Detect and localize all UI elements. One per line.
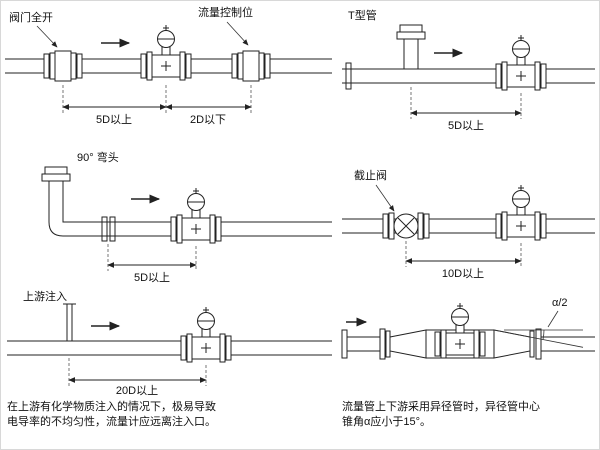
globe-valve-icon xyxy=(382,212,430,240)
pipe xyxy=(7,340,332,356)
reducer-cone-outlet xyxy=(493,328,542,360)
panel-reducer: α/2 流量管上下游采用异径管时，异径管中心 锥角α应小于15°。 xyxy=(336,286,599,449)
flowmeter-icon xyxy=(495,184,547,241)
dim-label-2d: 2D以下 xyxy=(190,114,226,126)
panel-t-pipe: T型管 5D以上 xyxy=(336,1,599,141)
leader-arrow xyxy=(36,25,58,48)
t-branch xyxy=(396,24,426,69)
dim-label-10d: 10D以上 xyxy=(442,267,484,280)
flow-control-label: 流量控制位 xyxy=(198,5,253,19)
leader-arrow xyxy=(375,184,395,212)
reducer-caption: 流量管上下游采用异径管时，异径管中心 锥角α应小于15°。 xyxy=(336,398,599,431)
panel-elbow: 90° 弯头 5D以上 xyxy=(1,141,336,286)
dimension-upstream: 5D以上 2D以下 xyxy=(62,85,252,126)
stop-valve-label: 截止阀 xyxy=(354,168,387,182)
pipe xyxy=(342,218,595,234)
injection-caption-line2: 电导率的不均匀性，流量计应远离注入口。 xyxy=(7,416,216,429)
pipe-flange-pair xyxy=(101,216,116,242)
valve-open-label: 阀门全开 xyxy=(9,10,53,24)
t-pipe-label: T型管 xyxy=(348,8,377,22)
valve-icon xyxy=(43,50,83,82)
cone-angle-annotation xyxy=(493,310,584,348)
injection-label: 上游注入 xyxy=(23,289,67,303)
reducer-caption-line2: 锥角α应小于15°。 xyxy=(342,416,431,429)
control-valve-icon xyxy=(231,50,271,82)
flowmeter-icon xyxy=(170,187,222,244)
dimension: 5D以上 xyxy=(410,87,522,132)
dimension: 5D以上 xyxy=(107,244,197,284)
injection-caption: 在上游有化学物质注入的情况下，极易导致 电导率的不均匀性，流量计应远离注入口。 xyxy=(1,398,336,431)
pipe xyxy=(342,62,595,90)
injection-caption-line1: 在上游有化学物质注入的情况下，极易导致 xyxy=(7,401,216,413)
injection-pipe xyxy=(63,303,76,341)
flowmeter-icon xyxy=(434,302,486,359)
panel-injection: 上游注入 20D以上 在上游有化学物质注入的情况下，极易导致 电导率的不均匀性，… xyxy=(1,286,336,449)
elbow xyxy=(41,166,332,237)
flowmeter-icon xyxy=(495,34,547,91)
panel-valve-open: 阀门全开 流量控制位 5D以上 2D以下 xyxy=(1,1,336,141)
panel-stop-valve: 截止阀 10D以上 xyxy=(336,141,599,286)
reducer-cone-inlet xyxy=(379,328,427,360)
dim-label-20d: 20D以上 xyxy=(116,384,158,397)
dimension: 10D以上 xyxy=(405,241,522,280)
flowmeter-icon xyxy=(140,24,192,81)
dim-label-5d: 5D以上 xyxy=(134,271,170,284)
elbow-label: 90° 弯头 xyxy=(77,150,119,164)
dim-label-5d: 5D以上 xyxy=(96,113,132,126)
leader-arrow xyxy=(226,21,249,46)
flowmeter-icon xyxy=(180,306,232,363)
dimension: 20D以上 xyxy=(68,358,207,397)
reducer-caption-line1: 流量管上下游采用异径管时，异径管中心 xyxy=(342,401,540,413)
dim-label-5d: 5D以上 xyxy=(448,119,484,132)
angle-label: α/2 xyxy=(552,297,568,309)
